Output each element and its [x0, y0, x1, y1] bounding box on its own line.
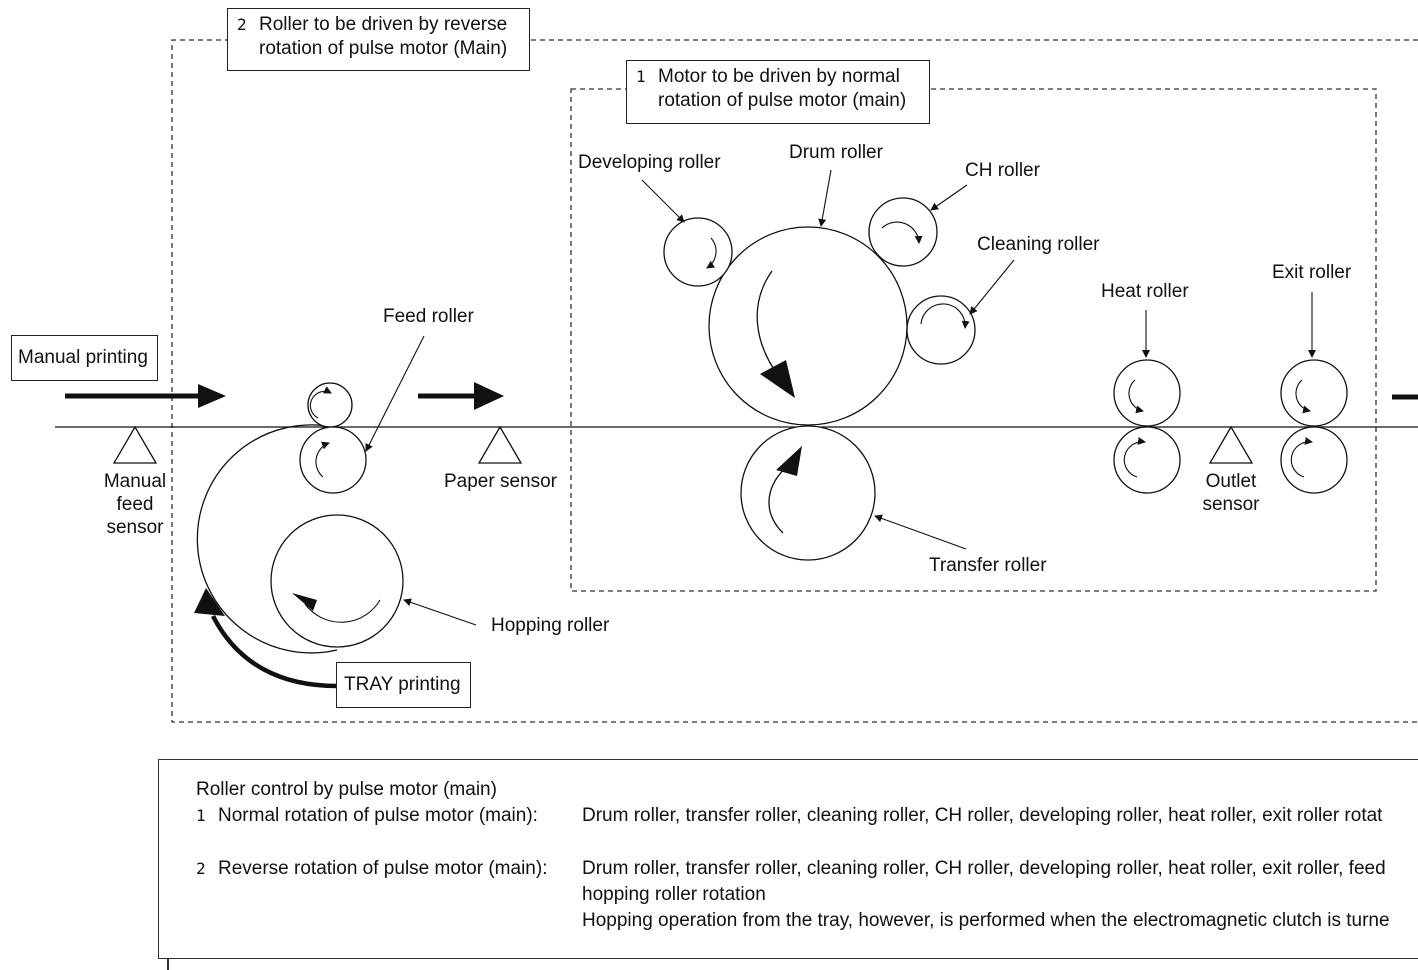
leader-lines [365, 169, 1316, 626]
callout-number: 2 [237, 15, 247, 34]
manual-flow-arrow [65, 384, 226, 408]
tray-printing-label: TRAY printing [344, 674, 461, 695]
rotation-arrow-icon [1123, 437, 1146, 478]
rotation-arrowhead-icon [776, 446, 802, 476]
drum-roller-label: Drum roller [789, 142, 883, 163]
note-description: Drum roller, transfer roller, cleaning r… [582, 858, 1386, 879]
transfer-roller [740, 425, 876, 561]
ch-roller [868, 197, 938, 267]
notes-tick [167, 959, 169, 970]
sensor-label-line: sensor [106, 517, 164, 538]
tray-flow-arrow [210, 614, 338, 689]
feed-pinch-roller [307, 382, 353, 428]
transfer-roller-label: Transfer roller [929, 555, 1047, 576]
cleaning-roller-label: Cleaning roller [977, 234, 1100, 255]
reverse-drive-group-border [171, 39, 1418, 723]
paper-sensor-label: Paper sensor [444, 471, 558, 492]
roller-control-notes: Roller control by pulse motor (main) 1 No… [158, 759, 1418, 959]
normal-drive-group-border [570, 88, 1377, 592]
manual-feed-sensor-label: Manual feed sensor [95, 470, 175, 539]
rotation-arrow-icon [309, 386, 332, 419]
heat-roller-lower [1113, 426, 1181, 494]
rotation-arrow-icon [315, 441, 330, 478]
note-description: hopping roller rotation [582, 884, 766, 905]
rotation-arrow-icon [756, 270, 781, 379]
note-item-label: 1 Normal rotation of pulse motor (main): [196, 803, 538, 829]
cleaning-roller [906, 295, 976, 365]
callout-text: Roller to be driven by reverse [259, 14, 508, 35]
rotation-arrow-icon [920, 303, 970, 329]
feed-roller-label: Feed roller [383, 306, 474, 327]
sensor-label-line: Manual [103, 471, 167, 492]
note-item-label: 2 Reverse rotation of pulse motor (main): [196, 856, 547, 882]
normal-rotation-callout: 1 Motor to be driven by normal rotation o… [626, 60, 930, 124]
ch-roller-label: CH roller [965, 160, 1040, 181]
rotation-arrow-icon [706, 237, 717, 269]
rotation-arrowhead-icon [292, 593, 317, 611]
hopping-roller [270, 514, 404, 648]
notes-title: Roller control by pulse motor (main) [196, 779, 497, 800]
rotation-arrow-icon [881, 221, 923, 244]
paper-sensor-icon [477, 425, 523, 464]
rotation-arrow-icon [1290, 437, 1313, 478]
note-description: Drum roller, transfer roller, cleaning r… [582, 805, 1383, 826]
callout-text: rotation of pulse motor (Main) [259, 38, 508, 59]
sensor-label-line: Outlet [1205, 471, 1257, 492]
manual-printing-box: Manual printing [11, 335, 158, 381]
sensor-label-line: sensor [1202, 494, 1260, 515]
paper-flow-arrow [418, 382, 504, 410]
drum-roller [708, 226, 908, 426]
rotation-arrow-icon [304, 599, 381, 623]
outlet-sensor-icon [1208, 425, 1254, 464]
note-number: 1 [196, 806, 206, 825]
developing-roller [663, 217, 733, 287]
heat-roller-label: Heat roller [1101, 281, 1189, 302]
tray-flow-arrowhead [194, 588, 225, 616]
rotation-arrowhead-icon [760, 360, 795, 398]
callout-number: 1 [636, 67, 646, 86]
note-description: Hopping operation from the tray, however… [582, 910, 1390, 931]
outlet-sensor-label: Outlet sensor [1195, 470, 1267, 516]
feed-roller [299, 426, 367, 494]
note-label: Reverse rotation of pulse motor (main): [218, 858, 548, 879]
manual-printing-label: Manual printing [18, 347, 148, 368]
sensor-label-line: feed [116, 494, 154, 515]
tray-printing-box: TRAY printing [336, 662, 471, 708]
developing-roller-label: Developing roller [578, 152, 721, 173]
manual-feed-sensor-icon [112, 425, 158, 464]
tray-paper-path [196, 424, 338, 654]
heat-roller-upper [1113, 359, 1181, 427]
rotation-arrow-icon [1128, 379, 1144, 414]
callout-text: Motor to be driven by normal [658, 66, 900, 87]
note-number: 2 [196, 859, 206, 878]
exit-roller-label: Exit roller [1272, 262, 1352, 283]
exit-roller-upper [1280, 359, 1348, 427]
exit-roller-lower [1280, 426, 1348, 494]
reverse-rotation-callout: 2 Roller to be driven by reverse rotation… [227, 8, 530, 71]
callout-text: rotation of pulse motor (main) [658, 90, 907, 111]
note-label: Normal rotation of pulse motor (main): [218, 805, 538, 826]
hopping-roller-label: Hopping roller [491, 615, 610, 636]
rotation-arrow-icon [1295, 379, 1311, 414]
